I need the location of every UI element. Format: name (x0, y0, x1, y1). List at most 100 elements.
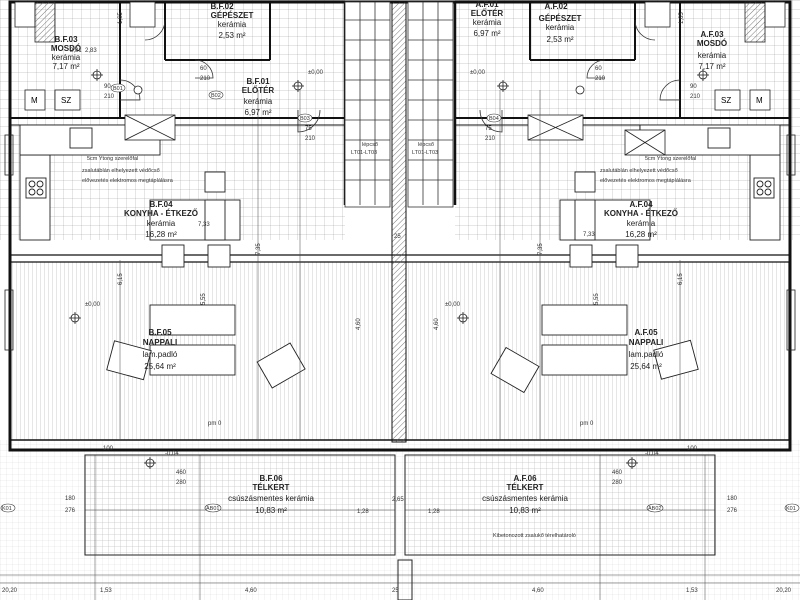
room-bf02-name: GÉPÉSZET (211, 11, 254, 20)
dim-280-telkert-left: 280 (176, 480, 187, 486)
dim-460-left-bottom: 4,60 (245, 588, 257, 594)
party-wall (391, 1, 407, 443)
dim-60-left: 60 (200, 66, 207, 72)
fixture-m-left: M (31, 96, 38, 105)
room-bf06-name: TÉLKERT (253, 483, 290, 492)
level-pm2: pm 0 (580, 421, 594, 427)
room-bf05-material: lam.padló (143, 350, 178, 359)
level-markers (69, 69, 709, 469)
room-af05-material: lam.padló (629, 350, 664, 359)
room-bf04-id: B.F.04 (149, 200, 173, 209)
dim-281: 2,81 (70, 48, 82, 54)
dim-733-left: 7,33 (198, 222, 210, 228)
dim-210c: 210 (200, 76, 211, 82)
dim-153-left: 1,53 (100, 588, 112, 594)
dim-60-right: 60 (595, 66, 602, 72)
room-bf04-area: 16,28 m² (145, 230, 177, 239)
level-l3: ±0,00 (85, 302, 101, 308)
dim-615-right: 6,15 (678, 273, 684, 285)
note-elec-right-2: elővezetés elektromos megtáplálásra (600, 178, 692, 184)
room-bf06-id: B.F.06 (259, 474, 283, 483)
room-bf01-material: kerámia (244, 97, 273, 106)
dim-128-right: 1,28 (428, 509, 440, 515)
lepcso-label-left: lépcső (362, 142, 378, 148)
dim-100-left: 100 (103, 446, 114, 452)
room-af04-area: 16,28 m² (625, 230, 657, 239)
dim-25-bottom: 25 (392, 588, 399, 594)
dim-75-right: 75 (485, 126, 492, 132)
room-bf05-id: B.F.05 (148, 328, 172, 337)
level-l1: ±0,00 (308, 70, 324, 76)
room-af04-id: A.F.04 (629, 200, 653, 209)
dim-555-right: 5,55 (594, 293, 600, 305)
dim-210-left: 210 (104, 94, 115, 100)
dim-210d: 210 (595, 76, 606, 82)
windows (4, 134, 796, 351)
dim-210-right: 210 (690, 94, 701, 100)
room-bf03-name: MOSDÓ (51, 44, 81, 53)
room-af01-area: 6,97 m² (473, 29, 500, 38)
room-bf03-material: kerámia (52, 53, 81, 62)
stairs-right (407, 1, 454, 208)
room-af01-name: ELŐTÉR (471, 9, 504, 18)
room-bf04-name: KONYHA - ÉTKEZŐ (124, 209, 198, 218)
dim-276-left: 276 (65, 508, 76, 514)
room-af03-material: kerámia (698, 51, 727, 60)
level-pm1: pm 0 (208, 421, 222, 427)
dim-265: 2,65 (392, 497, 404, 503)
room-bf01-name: ELŐTÉR (242, 86, 275, 95)
doors (119, 19, 681, 133)
dim-733-right: 7,33 (583, 232, 595, 238)
room-af02-name: GÉPÉSZET (539, 14, 582, 23)
dim-460-left: 4,60 (356, 318, 362, 330)
lepcso-label-right: lépcső (418, 142, 434, 148)
dim-460-telkert-right: 460 (612, 470, 623, 476)
dim-2020-left: 20,20 (2, 588, 18, 594)
dim-615-left: 6,15 (118, 273, 124, 285)
level-l2: ±0,00 (470, 70, 486, 76)
room-af03-name: MOSDÓ (697, 39, 727, 48)
room-bf02-area: 2,53 m² (218, 31, 245, 40)
dim-128-left: 1,28 (357, 509, 369, 515)
dim-276-right: 276 (727, 508, 738, 514)
dim-100-right: 100 (687, 446, 698, 452)
dim-460-telkert-left: 460 (176, 470, 187, 476)
bath-fixtures (14, 1, 786, 111)
note-elec-right-1: zsalutáblán elhelyezett védőcső (600, 168, 678, 174)
dim-153-right: 1,53 (686, 588, 698, 594)
room-bf02-material: kerámia (218, 20, 247, 29)
dim-75-left: 75 (305, 126, 312, 132)
dim-180-right: 180 (727, 496, 738, 502)
dim-735-right: 7,35 (538, 243, 544, 255)
fixture-sz-left: SZ (61, 96, 71, 105)
dim-555-left: 5,55 (201, 293, 207, 305)
kitchen-left (19, 124, 241, 268)
ltd-label-right: LT01-LT03 (412, 150, 438, 156)
room-bf06-material: csúszásmentes kerámia (228, 494, 314, 503)
level-l4: ±0,00 (445, 302, 461, 308)
room-af06-name: TÉLKERT (507, 483, 544, 492)
tag-k01-right: K01 (786, 506, 796, 512)
room-af05-name: NAPPALI (629, 338, 664, 347)
room-bf05-name: NAPPALI (143, 338, 178, 347)
fixture-sz-right: SZ (721, 96, 731, 105)
room-af02-id: A.F.02 (544, 2, 568, 11)
dim-2020-right: 20,20 (776, 588, 792, 594)
room-af01-material: kerámia (473, 18, 502, 27)
dim-735-left: 7,35 (256, 243, 262, 255)
room-af05-id: A.F.05 (634, 328, 658, 337)
room-bf03-id: B.F.03 (54, 35, 78, 44)
room-af01-id: A.F.01 (475, 0, 499, 9)
room-af03-area: 7,17 m² (698, 62, 725, 71)
kitchen-right (559, 124, 781, 268)
dim-210e: 210 (305, 136, 316, 142)
tag-b01: B01 (113, 86, 123, 92)
note-elec-left-1: zsalutáblán elhelyezett védőcső (82, 168, 160, 174)
tag-b04: B04 (489, 116, 499, 122)
dim-165-right: 1,65 (679, 12, 685, 24)
dim-283: 2,83 (85, 48, 97, 54)
dim-210f: 210 (485, 136, 496, 142)
level-pm4: -0,04 (645, 451, 659, 457)
tag-ovals (0, 83, 800, 513)
